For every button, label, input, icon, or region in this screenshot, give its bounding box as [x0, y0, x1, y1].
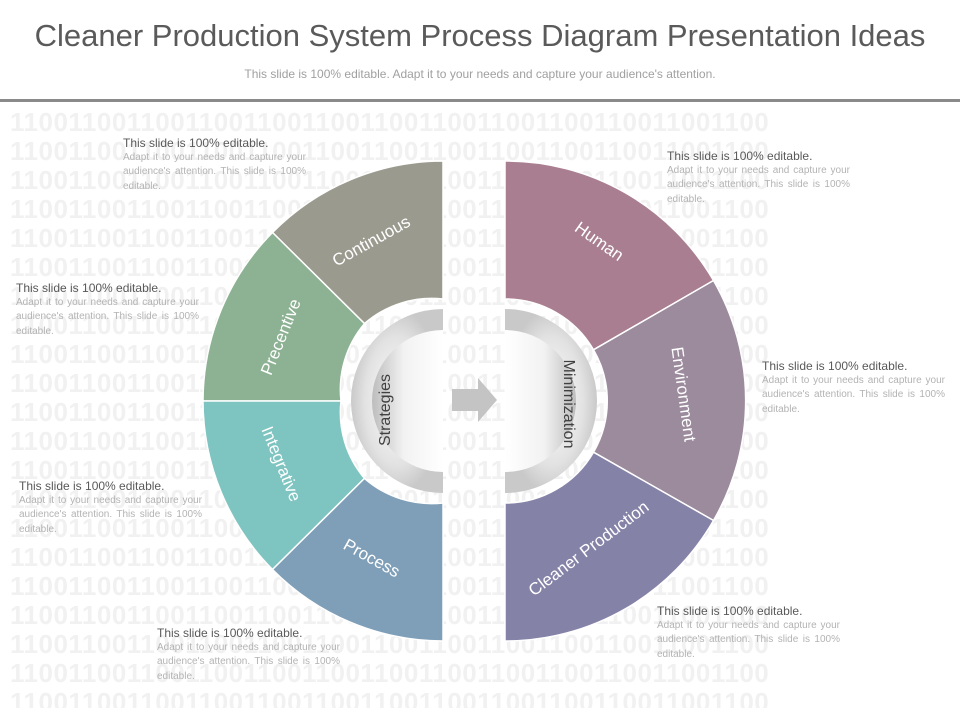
note-heading: This slide is 100% editable. — [16, 281, 162, 295]
note-body: Adapt it to your needs and capture your … — [16, 296, 199, 337]
segment-integrative — [202, 400, 366, 571]
segment-preventive — [202, 231, 366, 402]
note-bottom-left: This slide is 100% editable. Adapt it to… — [157, 626, 340, 684]
note-body: Adapt it to your needs and capture your … — [157, 641, 340, 682]
header-divider — [0, 99, 960, 102]
segment-cleaner-production — [504, 451, 715, 642]
segment-process — [271, 477, 444, 642]
segment-environment — [592, 279, 747, 522]
note-body: Adapt it to your needs and capture your … — [19, 494, 202, 535]
note-bottom-right: This slide is 100% editable. Adapt it to… — [657, 604, 840, 662]
strategies-hub-inner — [372, 330, 443, 472]
note-middle-left: This slide is 100% editable. Adapt it to… — [16, 281, 199, 339]
label-minimization: Minimization — [560, 360, 577, 449]
left-half-ring — [202, 160, 444, 642]
note-heading: This slide is 100% editable. — [157, 626, 303, 640]
note-middle-right: This slide is 100% editable. Adapt it to… — [762, 359, 945, 417]
minimization-hub-inner — [505, 330, 576, 472]
note-body: Adapt it to your needs and capture your … — [667, 164, 850, 205]
note-body: Adapt it to your needs and capture your … — [657, 619, 840, 660]
note-heading: This slide is 100% editable. — [657, 604, 803, 618]
note-body: Adapt it to your needs and capture your … — [762, 374, 945, 415]
label-strategies: Strategies — [377, 374, 394, 446]
note-top-right: This slide is 100% editable. Adapt it to… — [667, 149, 850, 207]
slide-title: Cleaner Production System Process Diagra… — [34, 18, 926, 53]
note-body: Adapt it to your needs and capture your … — [123, 151, 306, 192]
right-half-ring — [504, 160, 747, 642]
note-heading: This slide is 100% editable. — [123, 136, 269, 150]
right-arrow-icon — [452, 378, 497, 422]
slide-subtitle: This slide is 100% editable. Adapt it to… — [244, 67, 716, 81]
note-top-left: This slide is 100% editable. Adapt it to… — [123, 136, 306, 194]
note-lower-left: This slide is 100% editable. Adapt it to… — [19, 479, 202, 537]
note-heading: This slide is 100% editable. — [667, 149, 813, 163]
note-heading: This slide is 100% editable. — [762, 359, 908, 373]
segment-human — [504, 160, 715, 351]
note-heading: This slide is 100% editable. — [19, 479, 165, 493]
